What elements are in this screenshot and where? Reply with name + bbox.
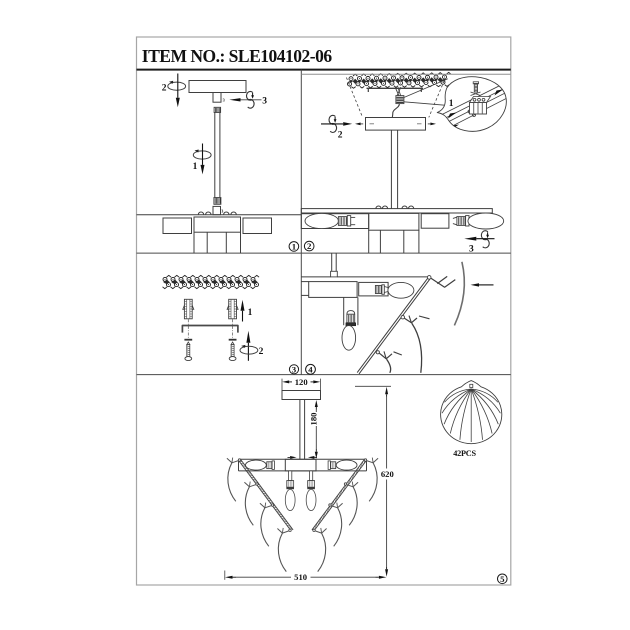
svg-text:5: 5 [500,574,505,584]
svg-text:4: 4 [308,364,313,374]
svg-text:1: 1 [248,308,253,318]
svg-text:3: 3 [223,97,225,102]
svg-text:2: 2 [162,84,167,94]
svg-text:180: 180 [309,413,319,426]
svg-text:3: 3 [469,245,474,255]
svg-text:1: 1 [193,162,198,172]
svg-text:620: 620 [381,469,394,479]
svg-text:2: 2 [338,131,343,141]
svg-text:ITEM NO.: SLE104102-06: ITEM NO.: SLE104102-06 [142,46,333,66]
svg-text:3: 3 [292,364,297,374]
svg-text:2: 2 [307,241,312,251]
svg-text:510: 510 [294,572,307,582]
svg-text:3: 3 [221,208,223,213]
svg-text:3: 3 [262,97,267,107]
svg-text:2: 2 [259,347,264,357]
svg-text:120: 120 [295,377,308,387]
svg-text:42PCS: 42PCS [453,449,476,458]
svg-text:1: 1 [449,99,454,109]
svg-text:1: 1 [292,242,296,252]
